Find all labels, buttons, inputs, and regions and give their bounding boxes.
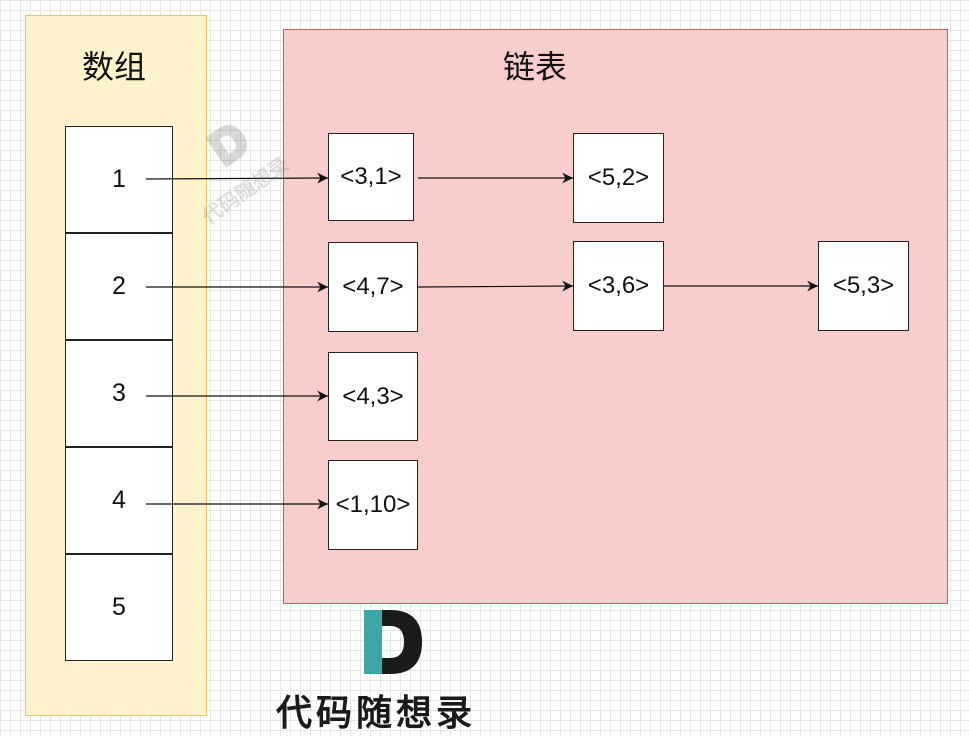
faint-logo-icon xyxy=(205,124,247,168)
brand-text: 代码随想录 xyxy=(276,692,477,734)
brand-logo-icon xyxy=(364,610,422,674)
list-node-3-6: <3,6> xyxy=(573,241,664,331)
list-node-5-2: <5,2> xyxy=(573,133,664,223)
list-node-4-7: <4,7> xyxy=(328,242,418,332)
array-cell-5: 5 xyxy=(65,554,173,661)
list-node-1-10: <1,10> xyxy=(328,460,418,550)
list-node-3-1: <3,1> xyxy=(328,133,414,221)
array-cell-1: 1 xyxy=(65,126,173,233)
list-node-4-3: <4,3> xyxy=(328,352,418,441)
array-cell-4: 4 xyxy=(65,447,173,554)
array-cell-3: 3 xyxy=(65,340,173,447)
brand-logo xyxy=(360,606,426,678)
linked-list-title: 链表 xyxy=(503,48,568,86)
array-cell-2: 2 xyxy=(65,233,173,340)
faint-watermark-text: 代码随想录 xyxy=(197,151,294,229)
list-node-5-3: <5,3> xyxy=(818,241,909,331)
array-title: 数组 xyxy=(82,48,147,86)
